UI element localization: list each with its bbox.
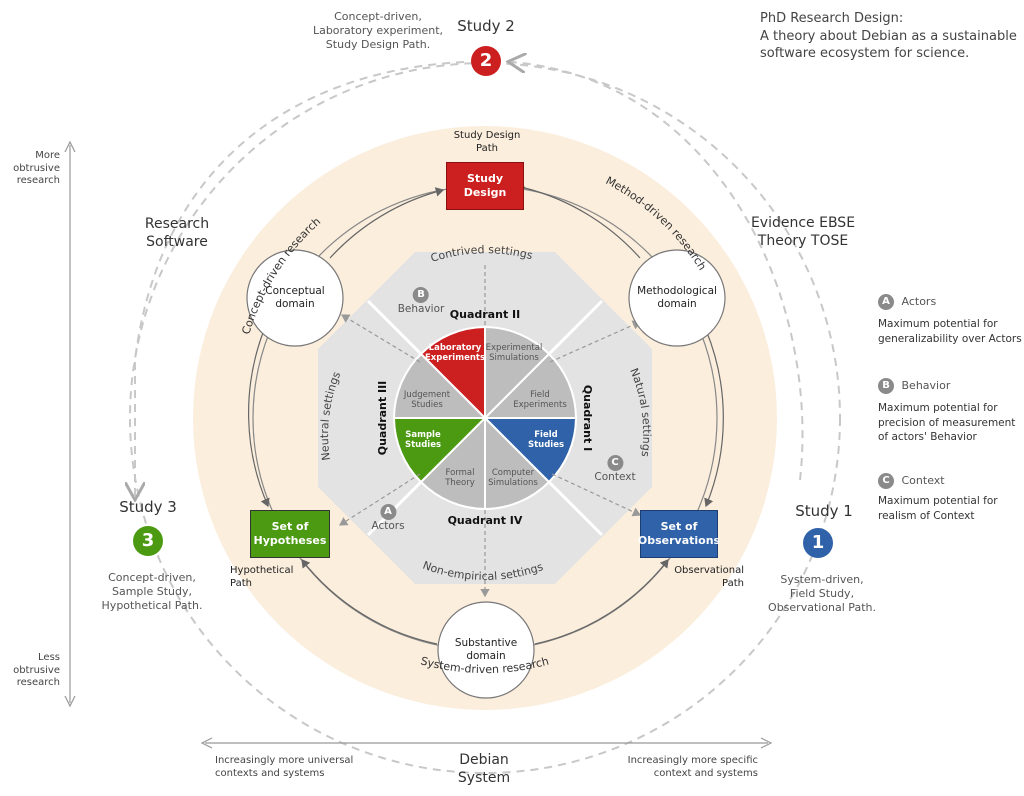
slice-computer-sim bbox=[484, 415, 551, 511]
bottom-axis-right-arrow bbox=[760, 737, 773, 749]
observational-path-label: Observational Path bbox=[674, 565, 744, 589]
study-3-label: Study 3 bbox=[119, 498, 177, 516]
slice-sample bbox=[392, 417, 488, 484]
methodological-domain-label: Methodological domain bbox=[637, 285, 717, 311]
arrow-concept-to-hyp bbox=[247, 329, 270, 508]
slice-formal bbox=[419, 415, 486, 511]
lab-experiments-label: Laboratory Experiments bbox=[424, 343, 486, 364]
diagram-title: PhD Research Design: A theory about Debi… bbox=[760, 10, 1017, 63]
slice-lab bbox=[419, 325, 486, 421]
slice-judgement bbox=[392, 352, 488, 419]
left-axis-top-arrow bbox=[64, 140, 76, 153]
arrow-method-to-obs bbox=[704, 329, 724, 508]
exp-sim-label: Experimental Simulations bbox=[485, 343, 543, 364]
strategy-pie bbox=[392, 325, 578, 511]
slice-field-exp bbox=[482, 352, 578, 419]
methodological-domain-circle bbox=[628, 249, 726, 347]
left-axis-bottom-arrow bbox=[64, 695, 76, 708]
study-1-label: Study 1 bbox=[795, 502, 853, 520]
substantive-domain-label: Substantive domain bbox=[454, 637, 518, 663]
field-studies-label: Field Studies bbox=[527, 430, 565, 451]
context-badge-icon: C bbox=[606, 455, 623, 471]
title-line-3: software ecosystem for science. bbox=[760, 46, 970, 62]
study-2-label: Study 2 bbox=[457, 17, 515, 35]
quadrant-2-label: Quadrant II bbox=[450, 308, 520, 321]
quadrant-4-label: Quadrant IV bbox=[448, 514, 523, 527]
title-line-2: A theory about Debian as a sustainable bbox=[760, 28, 1017, 44]
study-1-number: 1 bbox=[803, 528, 833, 558]
marker-behavior: B Behavior bbox=[397, 287, 445, 315]
left-axis-top-label: More obtrusive research bbox=[13, 150, 60, 186]
quadrant-3-label: Quadrant III bbox=[376, 381, 389, 456]
legend-actors-desc: Maximum potential for generalizability o… bbox=[878, 318, 1022, 345]
study-1-desc: System-driven, Field Study, Observationa… bbox=[768, 573, 876, 614]
legend-context-badge-icon: C bbox=[878, 473, 894, 489]
field-experiments-label: Field Experiments bbox=[513, 390, 567, 411]
marker-context: C Context bbox=[594, 455, 636, 483]
study-design-path-label: Study Design Path bbox=[453, 130, 521, 154]
left-axis-bottom-label: Less obtrusive research bbox=[13, 652, 60, 688]
legend-actors-key: A Actors bbox=[878, 294, 936, 310]
study-3-desc: Concept-driven, Sample Study, Hypothetic… bbox=[101, 571, 203, 612]
conceptual-domain-label: Conceptual domain bbox=[265, 285, 325, 311]
dashed-connector bbox=[551, 473, 642, 517]
evidence-label: Evidence EBSE Theory TOSE bbox=[750, 215, 856, 249]
arrow-concept-to-design bbox=[329, 187, 445, 259]
study-3-number: 3 bbox=[133, 526, 163, 556]
dashed-connector bbox=[338, 473, 421, 526]
dashed-arc-top-right bbox=[512, 62, 804, 481]
conceptual-domain-circle bbox=[246, 249, 344, 347]
legend-context-key: C Context bbox=[878, 473, 945, 489]
sample-studies-label: Sample Studies bbox=[404, 430, 442, 451]
research-software-label: Research Software bbox=[144, 216, 210, 250]
legend-behavior-desc: Maximum potential for precision of measu… bbox=[878, 402, 1016, 444]
formal-theory-label: Formal Theory bbox=[445, 468, 475, 489]
legend-actors-badge-icon: A bbox=[878, 294, 894, 310]
bottom-axis-right-label: Increasingly more specific context and s… bbox=[627, 755, 758, 779]
bottom-axis-left-arrow bbox=[200, 737, 213, 749]
legend-behavior-badge-icon: B bbox=[878, 378, 894, 394]
dashed-connector bbox=[549, 320, 642, 363]
dashed-connector bbox=[340, 314, 421, 363]
arrow-design-to-method bbox=[516, 181, 641, 259]
slice-exp-sim bbox=[484, 325, 551, 421]
judgement-studies-label: Judgement Studies bbox=[403, 390, 451, 411]
debian-system-label: Debian System bbox=[457, 752, 511, 786]
legend-context-desc: Maximum potential for realism of Context bbox=[878, 495, 998, 522]
computer-sim-label: Computer Simulations bbox=[488, 468, 538, 489]
study-2-desc: Concept-driven, Laboratory experiment, S… bbox=[312, 10, 444, 51]
behavior-badge-icon: B bbox=[413, 287, 429, 303]
marker-actors: A Actors bbox=[371, 504, 405, 532]
title-line-1: PhD Research Design: bbox=[760, 11, 904, 26]
substantive-domain-circle bbox=[437, 601, 535, 699]
arrow-subst-to-hyp bbox=[301, 559, 438, 645]
slice-field-studies bbox=[482, 417, 578, 484]
bottom-axis-left-label: Increasingly more universal contexts and… bbox=[215, 755, 354, 779]
legend-behavior-key: B Behavior bbox=[878, 378, 950, 394]
dashed-arc-top-left bbox=[135, 61, 465, 496]
study-2-number: 2 bbox=[471, 46, 501, 76]
actors-badge-icon: A bbox=[379, 504, 396, 520]
quadrant-1-label: Quadrant I bbox=[581, 385, 594, 451]
arrow-subst-to-obs bbox=[534, 559, 669, 645]
hypothetical-path-label: Hypothetical Path bbox=[230, 565, 294, 589]
